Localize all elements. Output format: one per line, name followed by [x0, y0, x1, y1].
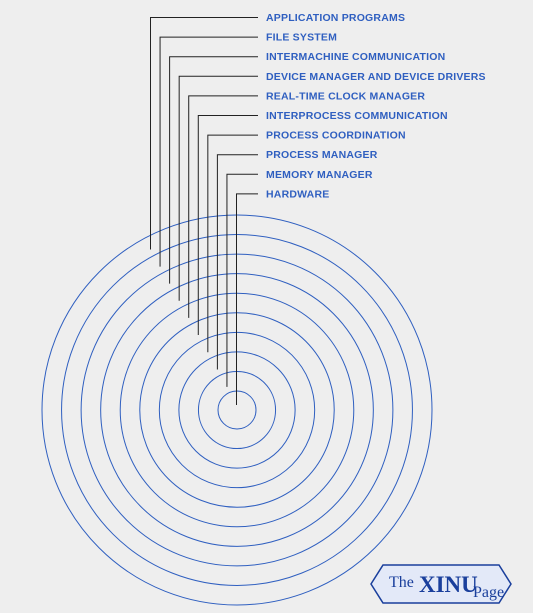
xinu-page-logo-link[interactable]: The XINU Page [369, 563, 513, 605]
label-hardware: HARDWARE [266, 188, 329, 200]
leader-line-process-manager [216, 154, 258, 370]
leader-line-file-system [159, 36, 258, 267]
logo-word-the: The [389, 574, 414, 591]
ring-file-system [61, 234, 413, 586]
label-process-manager: PROCESS MANAGER [266, 149, 378, 161]
logo-banner-shape [370, 564, 512, 604]
xinu-page-logo: The XINU Page [370, 564, 512, 604]
ring-process-coordination [158, 331, 316, 489]
label-interprocess-communication: INTERPROCESS COMMUNICATION [266, 110, 448, 122]
leader-line-memory-manager [226, 173, 258, 387]
leader-line-process-coordination [207, 134, 258, 353]
label-real-time-clock-manager: REAL-TIME CLOCK MANAGER [266, 90, 425, 102]
leader-line-real-time-clock-manager [188, 95, 258, 318]
leader-line-hardware [236, 193, 258, 406]
label-intermachine-communication: INTERMACHINE COMMUNICATION [266, 51, 445, 63]
layer-labels: APPLICATION PROGRAMS FILE SYSTEM INTERMACH… [266, 12, 486, 200]
label-process-coordination: PROCESS COORDINATION [266, 130, 406, 142]
label-device-manager-and-device-drivers: DEVICE MANAGER AND DEVICE DRIVERS [266, 71, 486, 83]
leader-line-device-manager-and-device-drivers [178, 75, 258, 301]
label-application-programs: APPLICATION PROGRAMS [266, 12, 405, 24]
leader-line-interprocess-communication [197, 115, 258, 336]
leader-line-application-programs [150, 17, 258, 250]
leader-lines [150, 17, 258, 406]
leader-line-intermachine-communication [169, 56, 258, 284]
label-file-system: FILE SYSTEM [266, 32, 337, 44]
label-memory-manager: MEMORY MANAGER [266, 169, 373, 181]
logo-word-xinu: XINU [419, 572, 478, 597]
logo-word-page: Page [473, 584, 504, 601]
